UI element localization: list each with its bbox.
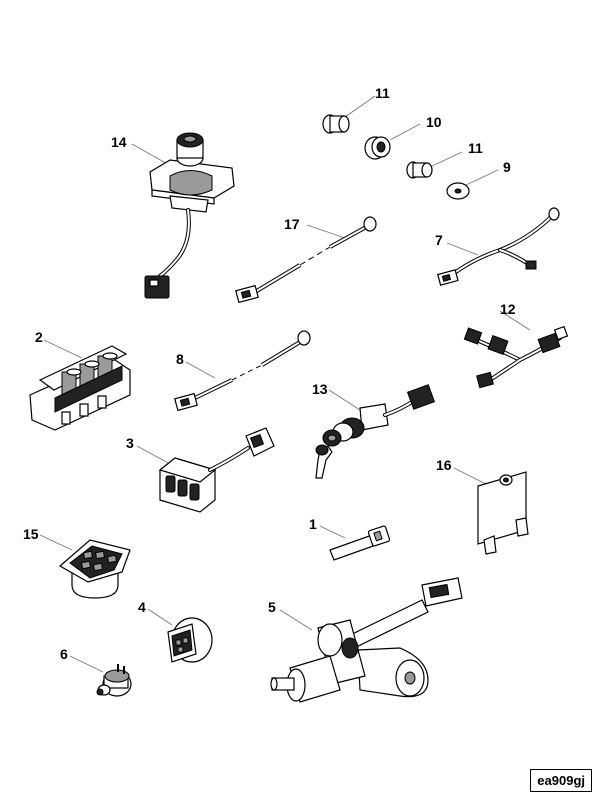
callout-1: 1 bbox=[309, 516, 317, 532]
small-switch-part-6 bbox=[96, 664, 132, 697]
fuse-part-1 bbox=[329, 525, 391, 561]
callout-13: 13 bbox=[312, 381, 328, 397]
harness-part-12 bbox=[463, 325, 569, 389]
bushing-part-11-top bbox=[322, 114, 350, 134]
harness-part-17 bbox=[235, 216, 377, 304]
key-switch-part-13 bbox=[315, 384, 436, 479]
callout-5: 5 bbox=[268, 599, 276, 615]
switch-module-part-14 bbox=[144, 132, 235, 299]
reference-code: ea909gj bbox=[530, 769, 592, 792]
switch-block-part-2 bbox=[29, 345, 131, 431]
callout-7: 7 bbox=[435, 232, 443, 248]
callout-11-top: 11 bbox=[375, 85, 390, 101]
callout-11-second: 11 bbox=[468, 140, 483, 156]
callout-15: 15 bbox=[23, 526, 39, 542]
harness-part-7 bbox=[437, 207, 560, 286]
bushing-part-11-second bbox=[406, 161, 433, 179]
switch-pad-part-15 bbox=[58, 539, 131, 599]
grommet-part-10 bbox=[364, 136, 391, 160]
callout-6: 6 bbox=[60, 646, 68, 662]
washer-part-9 bbox=[446, 182, 470, 200]
callout-2: 2 bbox=[35, 329, 43, 345]
callout-14: 14 bbox=[111, 134, 127, 150]
switch-housing-part-3 bbox=[158, 427, 275, 513]
callout-4: 4 bbox=[138, 599, 146, 615]
callout-9: 9 bbox=[503, 159, 511, 175]
callout-12: 12 bbox=[500, 301, 516, 317]
callout-8: 8 bbox=[176, 351, 184, 367]
actuator-part-5 bbox=[270, 577, 463, 703]
callout-16: 16 bbox=[436, 457, 452, 473]
callout-10: 10 bbox=[426, 114, 442, 130]
callout-3: 3 bbox=[126, 435, 134, 451]
bracket-part-16 bbox=[477, 471, 529, 555]
gauge-part-4 bbox=[167, 617, 213, 663]
harness-part-8 bbox=[174, 330, 311, 412]
callout-17: 17 bbox=[284, 216, 300, 232]
leader-lines bbox=[39, 95, 531, 673]
